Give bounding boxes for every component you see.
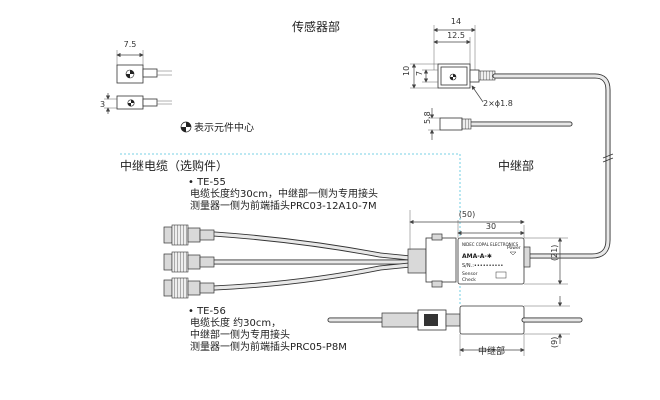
center-mark-icon — [125, 69, 135, 79]
small-sensor-top-view: 7.5 — [116, 40, 172, 84]
dim-small-width: 7.5 — [124, 40, 137, 49]
center-mark-icon — [180, 121, 192, 133]
connector-plug-3 — [163, 277, 215, 299]
dim-sensor-h10: 10 — [402, 66, 411, 76]
legend-center-mark: 表示元件中心 — [180, 121, 254, 134]
dim-sensor-h7: 7 — [415, 71, 424, 76]
center-mark-icon — [449, 73, 457, 81]
dim-sensor-total: 14 — [451, 17, 461, 26]
te55-line2: 测量器一侧为前端插头PRC03-12A10-7M — [190, 199, 377, 212]
unit-power-label: Power — [507, 245, 521, 251]
dim-relay-30: 30 — [486, 222, 496, 231]
dim-small-height: 3 — [100, 100, 105, 109]
te55-note: • TE-55 电缆长度约30cm，中继部一侧为专用接头 测量器一侧为前端插头P… — [188, 177, 378, 212]
relay-unit: (50) 30 NIDEC COPAL ELECTRONICS Power AM… — [409, 210, 568, 285]
te55-model: • TE-55 — [188, 177, 226, 188]
dim-sensor-body: 12.5 — [447, 31, 465, 40]
power-led-icon — [509, 251, 517, 256]
te56-line2: 中继部一侧为专用接头 — [190, 328, 290, 341]
unit-sensor-label: Sensor — [462, 271, 478, 277]
dim-relay-21: (21) — [550, 245, 559, 261]
te56-note: • TE-56 电缆长度 约30cm， 中继部一侧为专用接头 测量器一侧为前端插… — [188, 306, 347, 353]
connector-plug-2 — [163, 251, 215, 273]
legend-text: 表示元件中心 — [194, 121, 254, 134]
dim-relay-9: (9) — [550, 337, 559, 348]
te56-line3: 测量器一侧为前端插头PRC05-P8M — [190, 340, 347, 353]
small-sensor-side-view: 3 — [100, 93, 172, 114]
te55-cable-assembly — [163, 224, 457, 299]
dim-cable-58: 5.8 — [423, 111, 432, 124]
unit-check-label: Check — [462, 277, 476, 283]
dim-relay-50: (50) — [459, 210, 475, 219]
sensor-check-button — [495, 271, 507, 279]
sensor-head-side-view: 5.8 — [423, 108, 472, 140]
te56-line1: 电缆长度 约30cm， — [190, 316, 281, 329]
sensor-head-top-view: 14 12.5 10 7 2×ϕ1.8 — [402, 17, 513, 108]
title-relay-part: 中继部 — [498, 158, 534, 173]
dim-cable-dia: 2×ϕ1.8 — [483, 99, 513, 108]
te55-line1: 电缆长度约30cm，中继部一侧为专用接头 — [190, 187, 378, 200]
unit-serial: S/N.:•••••••••• — [462, 263, 503, 269]
label-relay-part-bottom: 中继部 — [478, 345, 505, 357]
connector-plug-1 — [163, 224, 215, 246]
title-relay-cable: 中继电缆（选购件） — [120, 158, 228, 173]
relay-side-view: 中继部 (9) — [327, 296, 583, 357]
unit-model: AMA-A-✱ — [462, 253, 492, 260]
te56-model: • TE-56 — [188, 306, 226, 317]
unit-brand: NIDEC COPAL ELECTRONICS — [462, 242, 519, 247]
center-mark-icon — [127, 99, 135, 107]
title-sensor-part: 传感器部 — [292, 19, 340, 34]
